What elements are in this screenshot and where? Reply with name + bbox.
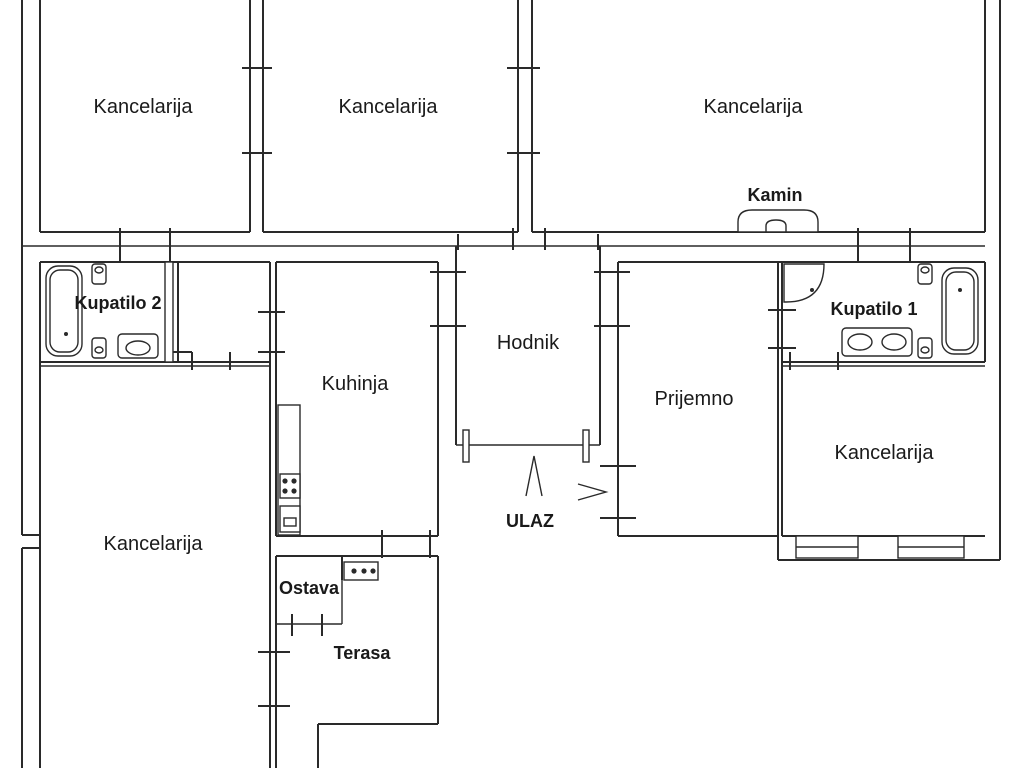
label-fireplace: Kamin bbox=[747, 185, 802, 205]
kitchen-counter bbox=[277, 404, 301, 536]
label-kitchen: Kuhinja bbox=[322, 373, 390, 395]
toilet-icon-2 bbox=[91, 337, 107, 359]
fireplace-icon bbox=[737, 209, 819, 233]
label-office-right: Kancelarija bbox=[835, 442, 935, 464]
reception-entrance-arrow-icon bbox=[577, 483, 609, 501]
bathroom-2-fixtures bbox=[45, 261, 174, 363]
toilet-icon-4 bbox=[917, 337, 933, 359]
double-sink-icon bbox=[841, 327, 913, 357]
bathtub-icon-2 bbox=[941, 267, 979, 355]
label-entrance: ULAZ bbox=[506, 511, 554, 531]
hallway-walls bbox=[455, 234, 601, 463]
kitchen-sink-icon bbox=[279, 505, 301, 533]
label-office-top-right: Kancelarija bbox=[704, 96, 804, 118]
bathtub-icon bbox=[45, 265, 83, 357]
label-bathroom-1: Kupatilo 1 bbox=[830, 299, 917, 319]
label-hallway: Hodnik bbox=[497, 332, 560, 354]
label-office-left: Kancelarija bbox=[104, 533, 204, 555]
entrance-arrow-icon bbox=[525, 455, 543, 497]
label-terrace: Terasa bbox=[334, 643, 392, 663]
left-block-walls bbox=[39, 261, 290, 768]
label-office-top-middle: Kancelarija bbox=[339, 96, 439, 118]
label-pantry: Ostava bbox=[279, 578, 340, 598]
door-marks-top bbox=[119, 67, 911, 262]
top-offices-walls bbox=[22, 0, 986, 247]
stove-icon bbox=[279, 473, 301, 499]
shower-icon bbox=[783, 263, 825, 303]
reception-walls bbox=[594, 261, 778, 537]
outer-walls bbox=[21, 0, 1001, 768]
label-office-top-left: Kancelarija bbox=[94, 96, 194, 118]
pantry-stove-icon bbox=[343, 561, 379, 581]
terrace-walls bbox=[275, 555, 439, 768]
windows-right-office bbox=[795, 535, 965, 559]
label-reception: Prijemno bbox=[655, 388, 734, 410]
label-bathroom-2: Kupatilo 2 bbox=[74, 293, 161, 313]
bathroom-1-fixtures bbox=[783, 263, 979, 359]
kitchen-walls bbox=[275, 261, 466, 558]
